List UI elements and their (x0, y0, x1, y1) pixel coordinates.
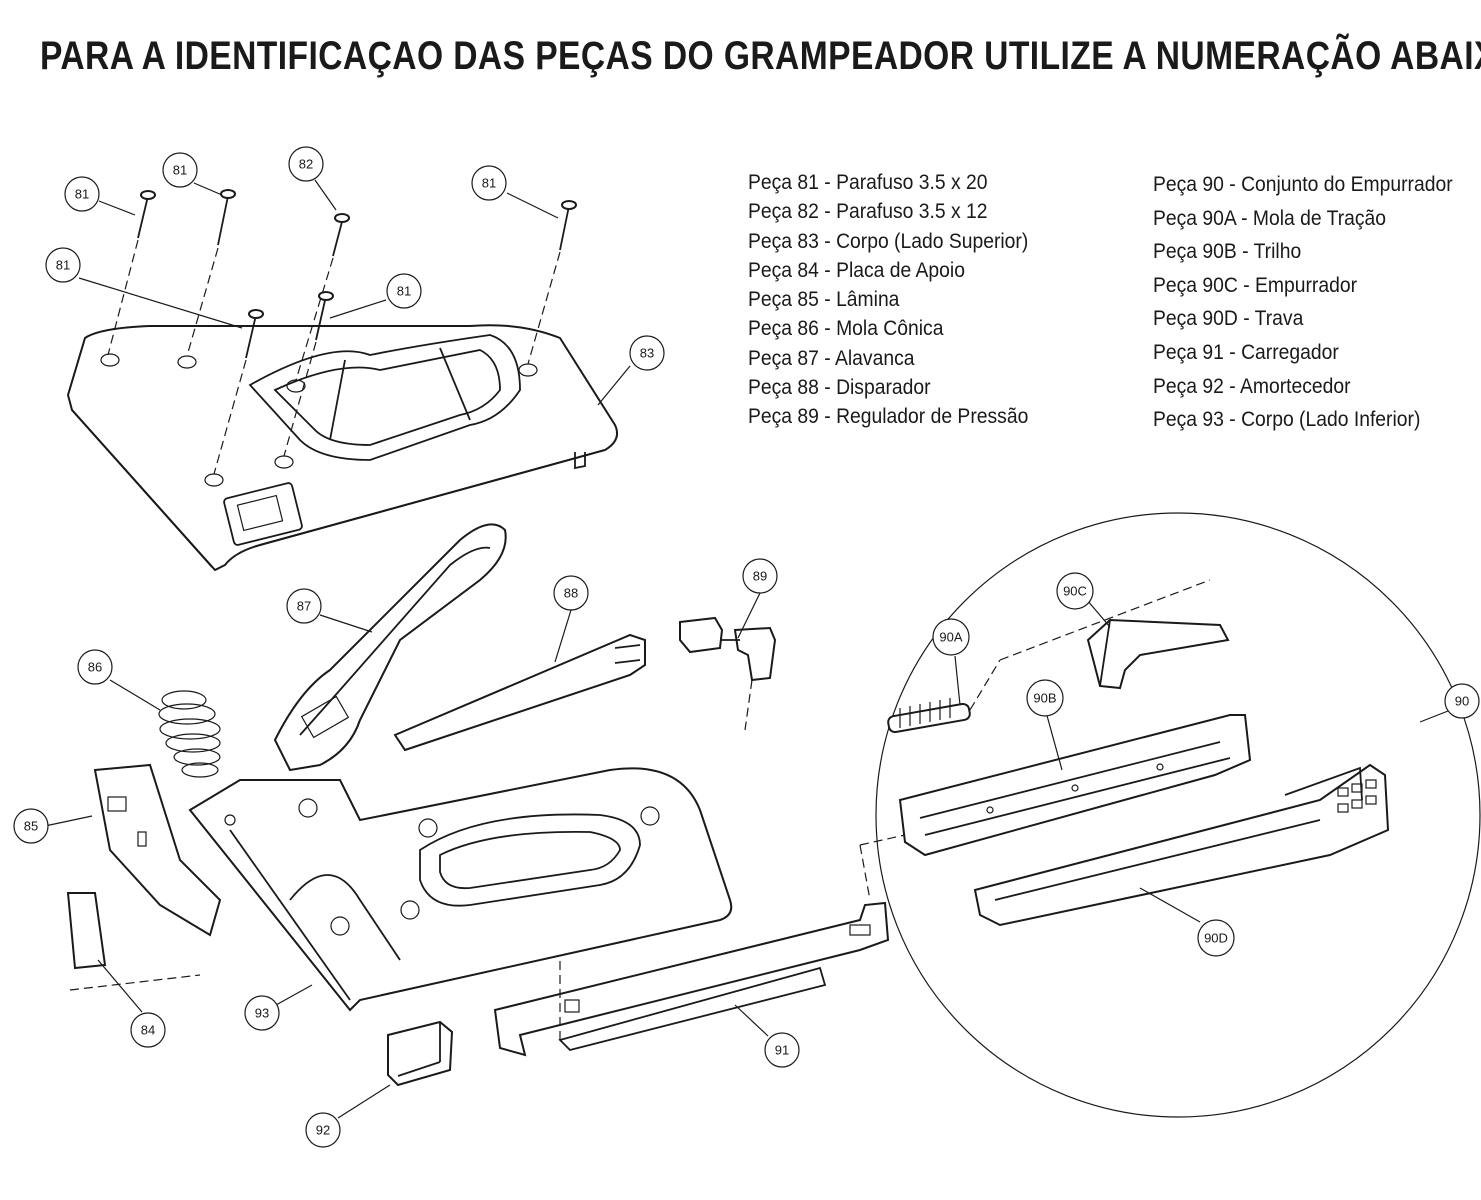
legend-item: Peça 92 - Amortecedor (1153, 374, 1351, 398)
legend-item: Peça 90C - Empurrador (1153, 273, 1358, 297)
callout-90a: 90A (932, 618, 970, 656)
legend-item: Peça 82 - Parafuso 3.5 x 12 (748, 200, 988, 224)
legend-item: Peça 91 - Carregador (1153, 340, 1339, 364)
callout-85-label: 85 (24, 819, 38, 834)
callout-81-label: 81 (482, 176, 496, 191)
callout-90c-label: 90C (1063, 584, 1087, 599)
part-93-lower-body (188, 767, 733, 1012)
callout-81-label: 81 (173, 163, 187, 178)
callout-86: 86 (77, 649, 113, 685)
callout-93: 93 (244, 995, 280, 1031)
callout-90d-label: 90D (1204, 931, 1228, 946)
screws-81-82 (107, 189, 577, 475)
callout-81: 81 (162, 152, 198, 188)
callout-91: 91 (764, 1032, 800, 1068)
callout-90: 90 (1444, 683, 1480, 719)
part-87-lever (273, 523, 507, 772)
part-90-detail-circle (859, 512, 1481, 1118)
part-84-plate (66, 892, 201, 991)
callout-90b-label: 90B (1033, 691, 1056, 706)
callout-84-label: 84 (141, 1023, 155, 1038)
part-91-magazine (493, 901, 890, 1057)
legend-item: Peça 86 - Mola Cônica (748, 317, 944, 341)
parts-legend-right: Peça 90 - Conjunto do Empurrador Peça 90… (1153, 168, 1479, 437)
part-90b-rail (898, 714, 1252, 857)
callout-92: 92 (305, 1112, 341, 1148)
part-83-upper-body (66, 324, 618, 572)
legend-item: Peça 89 - Regulador de Pressão (748, 405, 1029, 429)
legend-item: Peça 84 - Placa de Apoio (748, 258, 965, 282)
callout-88-label: 88 (564, 586, 578, 601)
callout-83-label: 83 (640, 346, 654, 361)
parts-legend-left: Peça 81 - Parafuso 3.5 x 20 Peça 82 - Pa… (748, 168, 1053, 432)
callout-91-label: 91 (775, 1043, 789, 1058)
callout-89: 89 (742, 558, 778, 594)
callout-84: 84 (130, 1012, 166, 1048)
part-90a-spring (887, 579, 1211, 734)
part-90c-pusher (1086, 618, 1230, 690)
part-85-blade (93, 763, 222, 937)
callout-83: 83 (629, 335, 665, 371)
callout-87: 87 (286, 588, 322, 624)
callout-92-label: 92 (316, 1123, 330, 1138)
callout-82-label: 82 (299, 157, 313, 172)
callout-90a-label: 90A (939, 630, 962, 645)
callout-88: 88 (553, 575, 589, 611)
callout-81-label: 81 (75, 187, 89, 202)
callout-81: 81 (471, 165, 507, 201)
callout-90b: 90B (1026, 679, 1064, 717)
callout-86-label: 86 (88, 660, 102, 675)
callout-90d: 90D (1197, 919, 1235, 957)
part-86-spring (158, 690, 221, 778)
legend-item: Peça 93 - Corpo (Lado Inferior) (1153, 408, 1421, 432)
callout-87-label: 87 (297, 599, 311, 614)
callout-90-label: 90 (1455, 694, 1469, 709)
callout-85: 85 (13, 808, 49, 844)
part-90d-lock (973, 763, 1390, 927)
part-89-regulator (679, 616, 777, 731)
legend-item: Peça 90D - Trava (1153, 307, 1304, 331)
legend-item: Peça 90A - Mola de Tração (1153, 206, 1387, 230)
callout-81: 81 (64, 176, 100, 212)
callout-81: 81 (386, 273, 422, 309)
legend-item: Peça 87 - Alavanca (748, 346, 915, 370)
leader-lines (44, 179, 1472, 1119)
callout-81-label: 81 (397, 284, 411, 299)
part-88-trigger (393, 633, 646, 752)
legend-item: Peça 85 - Lâmina (748, 288, 900, 312)
callout-81-label: 81 (56, 258, 70, 273)
legend-item: Peça 88 - Disparador (748, 376, 931, 400)
callout-81: 81 (45, 247, 81, 283)
callout-89-label: 89 (753, 569, 767, 584)
page-title: PARA A IDENTIFICAÇAO DAS PEÇAS DO GRAMPE… (40, 34, 1481, 78)
legend-item: Peça 83 - Corpo (Lado Superior) (748, 229, 1029, 253)
part-92-damper (387, 1020, 454, 1087)
legend-item: Peça 90B - Trilho (1153, 240, 1302, 264)
callout-90c: 90C (1056, 572, 1094, 610)
legend-item: Peça 81 - Parafuso 3.5 x 20 (748, 171, 988, 194)
callout-93-label: 93 (255, 1006, 269, 1021)
callout-82: 82 (288, 146, 324, 182)
legend-item: Peça 90 - Conjunto do Empurrador (1153, 173, 1453, 196)
